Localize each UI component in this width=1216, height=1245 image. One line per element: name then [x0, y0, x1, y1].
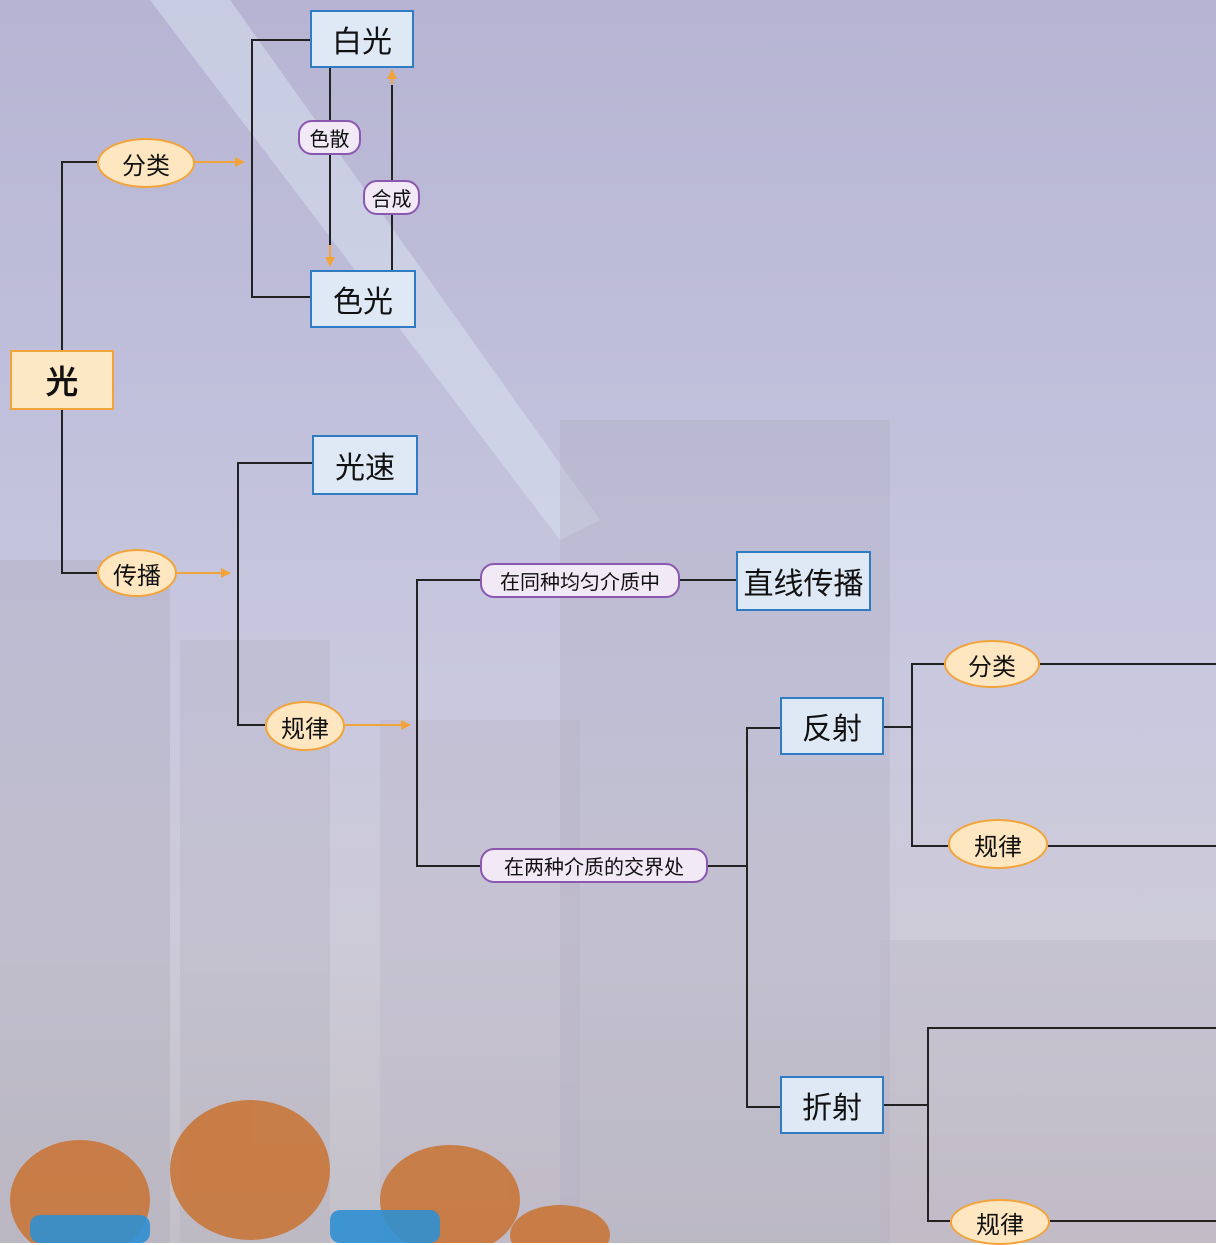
connector-root-propagation [61, 410, 97, 574]
bracket-interface [746, 727, 780, 1108]
white-light-box: 白光 [310, 10, 414, 68]
color-light-box: 色光 [310, 270, 416, 328]
bracket-reflection [911, 663, 948, 847]
bracket-law [416, 579, 480, 867]
refraction-box: 折射 [780, 1076, 884, 1134]
bracket-propagation [237, 462, 312, 726]
root-node-light: 光 [10, 350, 114, 410]
straight-line-box: 直线传播 [736, 551, 871, 611]
connector-root-classify [61, 161, 97, 350]
synthesis-pill: 合成 [363, 180, 420, 215]
reflection-law-ellipse: 规律 [948, 819, 1048, 869]
reflection-box: 反射 [780, 697, 884, 755]
interface-pill: 在两种介质的交界处 [480, 848, 708, 883]
reflection-classify-ellipse: 分类 [944, 640, 1040, 688]
refraction-law-ellipse: 规律 [950, 1199, 1050, 1245]
classify-ellipse: 分类 [97, 138, 195, 188]
bracket-classify [251, 39, 310, 298]
dispersion-pill: 色散 [298, 120, 361, 155]
bracket-refraction [927, 1027, 1216, 1222]
light-speed-box: 光速 [312, 435, 418, 495]
propagation-ellipse: 传播 [97, 549, 177, 597]
uniform-medium-pill: 在同种均匀介质中 [480, 563, 680, 598]
law-ellipse: 规律 [265, 701, 345, 751]
